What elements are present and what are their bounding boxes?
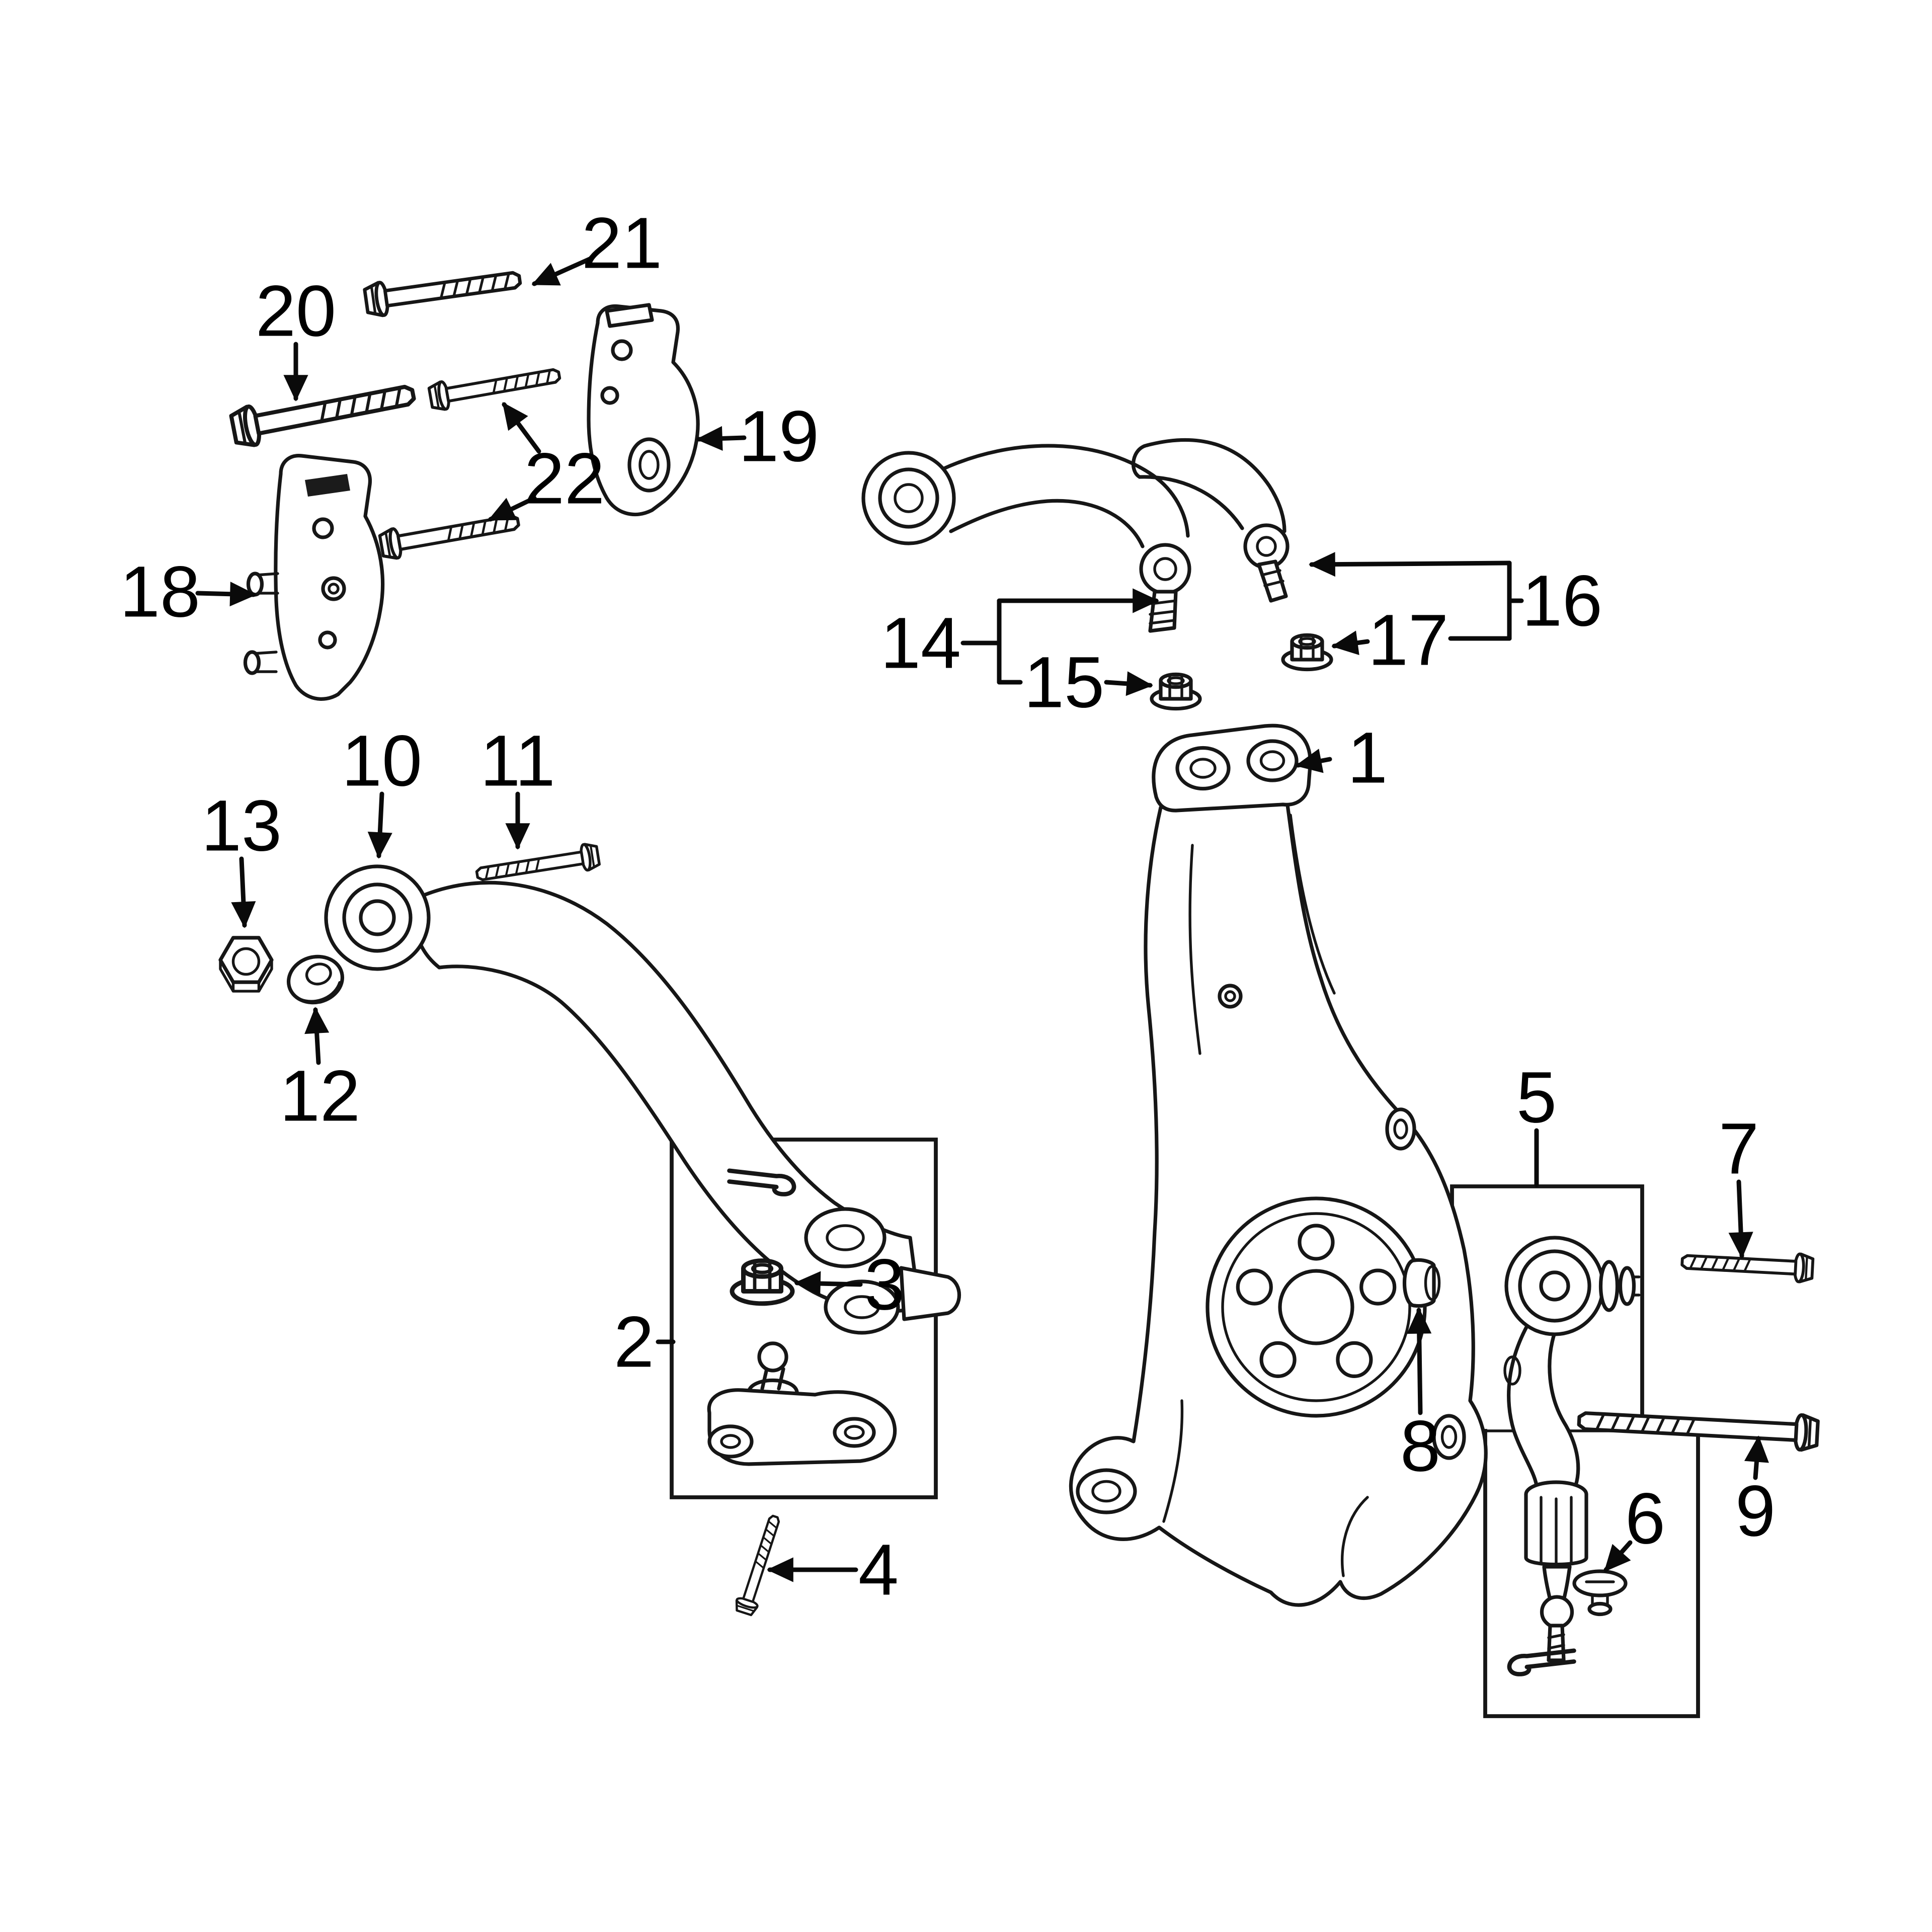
part-17-nut-drawing (1283, 635, 1331, 669)
callout-16-leader-3 (1309, 552, 1512, 577)
part-4-bolt-drawing (734, 1513, 785, 1616)
callout-16-label: 16 (1522, 560, 1602, 641)
callout-3-label: 3 (864, 1244, 905, 1325)
callout-14-label: 14 (880, 603, 961, 684)
callout-11-label: 11 (480, 720, 555, 801)
callout-15-leader-1 (1104, 671, 1153, 696)
part-7-bolt-drawing (1681, 1248, 1813, 1282)
callout-12-leader-1 (304, 1007, 330, 1065)
callout-5-label: 5 (1516, 1057, 1557, 1138)
callout-22-leader-1 (502, 402, 541, 454)
callout-17-leader-1 (1331, 630, 1370, 656)
part-16-upper-arm-drawing (1132, 438, 1290, 603)
part-21-bolt-drawing (364, 263, 522, 317)
part-22-bolt-a-drawing (428, 361, 561, 411)
part-18-bracket-drawing (243, 454, 385, 701)
callout-1-label: 1 (1347, 717, 1388, 798)
callout-21-leader-1 (531, 256, 594, 286)
part-15-nut-drawing (1152, 674, 1200, 708)
part-2-kit-box (670, 1138, 938, 1499)
part-20-bolt-drawing (230, 375, 417, 448)
callout-17-label: 17 (1368, 600, 1448, 681)
part-5-lower-arm-drawing (1503, 1236, 1641, 1662)
callout-2-label: 2 (614, 1302, 654, 1383)
part-1-steering-knuckle-drawing (1069, 723, 1488, 1607)
part-8-flange-nut-drawing (1402, 1258, 1441, 1308)
callout-4-label: 4 (858, 1530, 899, 1611)
callout-18-leader-1 (195, 582, 257, 607)
part-11-bolt-drawing (475, 843, 600, 888)
part-12-cam-washer-drawing (286, 954, 345, 1005)
callout-8-label: 8 (1400, 1406, 1440, 1487)
callout-1-leader-1 (1295, 749, 1332, 773)
callout-20-label: 20 (256, 271, 336, 352)
callout-3-leader-1 (794, 1271, 863, 1296)
callout-7-label: 7 (1719, 1108, 1759, 1189)
part-10-control-arm-drawing (324, 864, 961, 1335)
callout-22-leader-2 (488, 496, 537, 522)
callout-15-label: 15 (1024, 642, 1104, 723)
callout-18-label: 18 (120, 551, 200, 632)
callout-9-label: 9 (1735, 1471, 1776, 1552)
callout-21-label: 21 (582, 203, 662, 284)
part-2-ball-joint-drawing (707, 1341, 897, 1466)
callout-6-label: 6 (1625, 1478, 1665, 1559)
callout-10-label: 10 (342, 720, 422, 801)
part-13-hex-nut-drawing (218, 936, 274, 993)
part-19-bracket-drawing (587, 303, 700, 516)
callout-13-leader-1 (231, 856, 256, 928)
callout-9-leader-1 (1744, 1435, 1769, 1480)
callout-8-leader-1 (1407, 1307, 1432, 1415)
callout-19-leader-1 (696, 426, 747, 451)
callout-12-label: 12 (280, 1056, 360, 1137)
callout-22-label: 22 (524, 438, 605, 519)
part-6-retainer-drawing (1572, 1569, 1628, 1617)
callout-19-label: 19 (739, 396, 819, 477)
callout-10-leader-1 (367, 791, 392, 859)
callout-13-label: 13 (201, 785, 282, 866)
callout-6-leader-1 (1603, 1540, 1633, 1572)
callout-7-leader-1 (1728, 1179, 1753, 1259)
